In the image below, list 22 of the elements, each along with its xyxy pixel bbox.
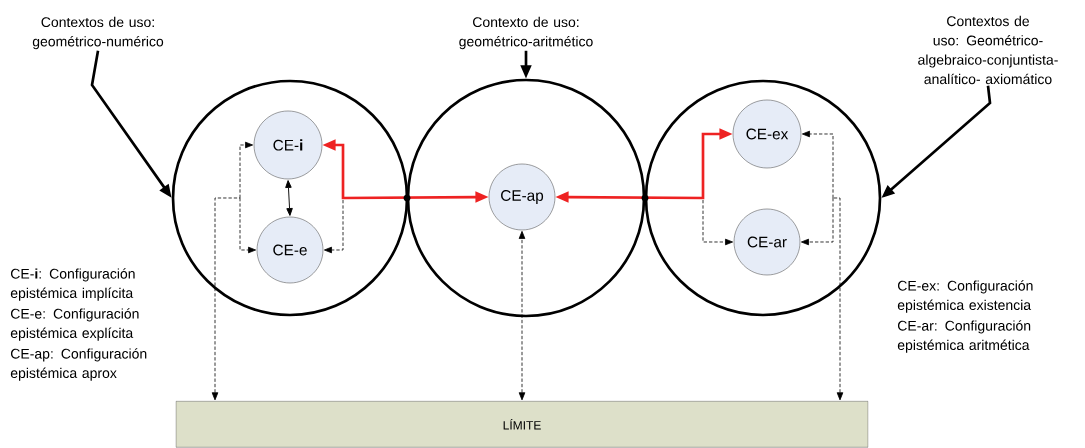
context-circle bbox=[406, 78, 646, 318]
arrow bbox=[518, 230, 526, 401]
context-circle bbox=[171, 79, 409, 317]
arrow bbox=[801, 197, 834, 246]
arrow bbox=[239, 141, 254, 199]
context-circle bbox=[644, 79, 882, 317]
dashed-line bbox=[832, 197, 844, 401]
context-label: Contextos de uso: Geométrico-algebraico-conjuntista- analítico- axiomático bbox=[918, 15, 1058, 85]
context-label: Contexto de uso: geométrico-aritmético bbox=[459, 16, 593, 50]
definition-text: CE-ap: Configuración epistémica aprox bbox=[10, 348, 147, 381]
arrow bbox=[285, 180, 293, 216]
definition-text: CE-i: Configuración epistémica implícita bbox=[10, 268, 135, 301]
arrow bbox=[239, 197, 257, 254]
arrow bbox=[702, 199, 733, 246]
context-label: Contextos de uso: geométrico-numérico bbox=[32, 16, 164, 50]
arrow bbox=[324, 199, 344, 254]
definition-text: CE-ar: Configuración epistémica aritmética bbox=[897, 320, 1031, 353]
dashed-line bbox=[211, 197, 241, 401]
limit-box: LÍMITE bbox=[175, 401, 869, 448]
definition-text: CE-ex: Configuración epistémica existencia bbox=[897, 280, 1033, 313]
definition-text: CE-e: Configuración epistémica explícita bbox=[10, 308, 139, 341]
arrow bbox=[802, 130, 834, 199]
